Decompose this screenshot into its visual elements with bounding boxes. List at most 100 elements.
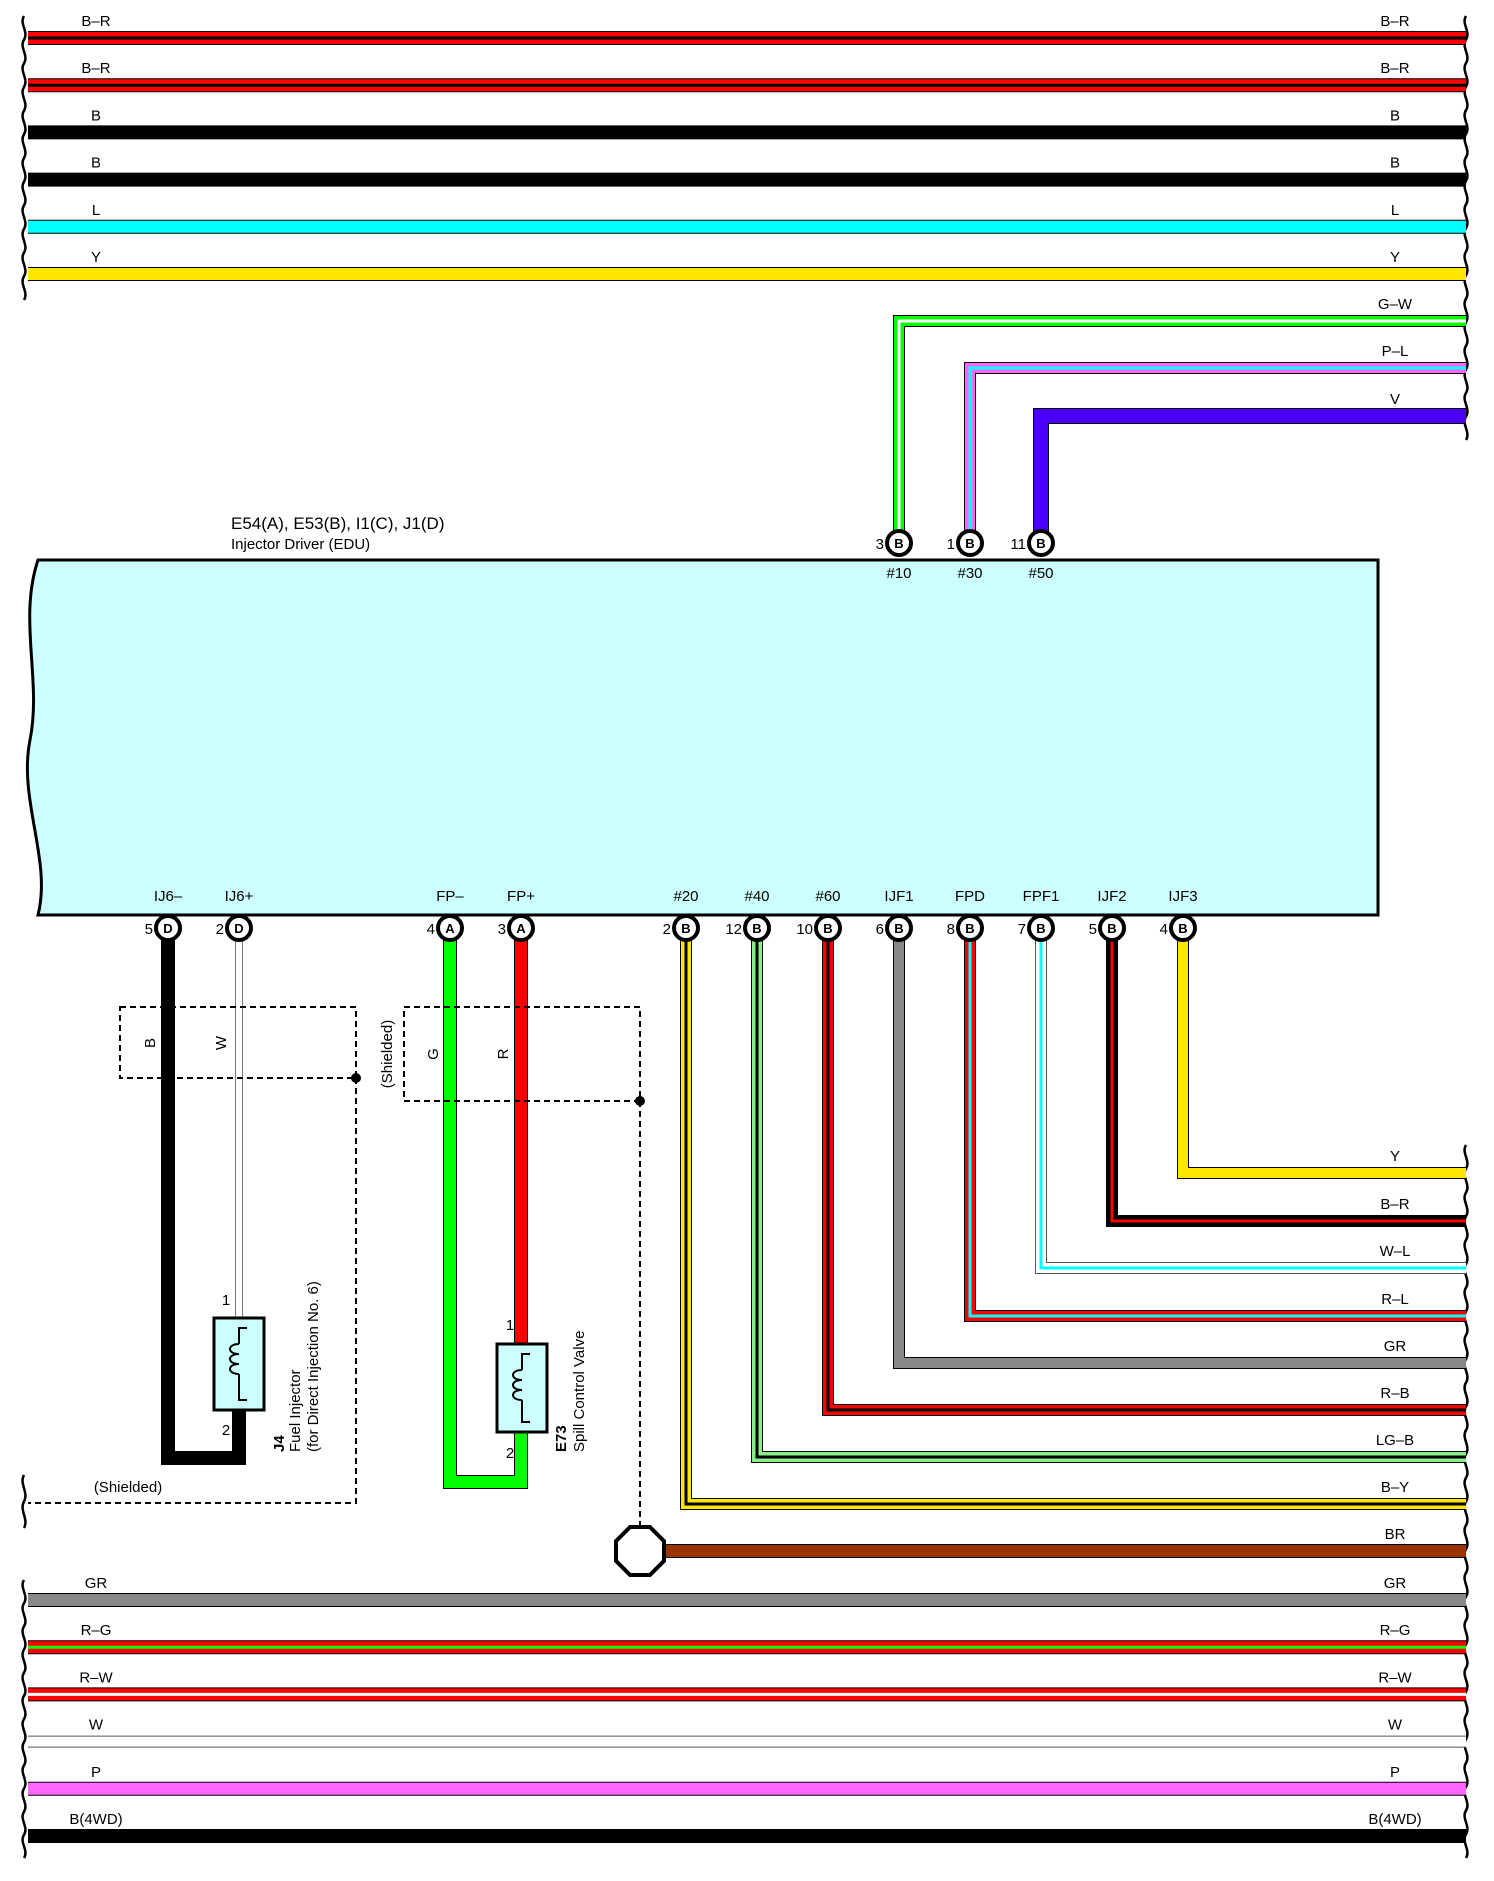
shield-junction-dot <box>635 1096 645 1106</box>
top-pin-0-circle <box>885 529 913 557</box>
bottom-pin-wire-11-outline <box>1177 928 1466 1179</box>
top-pin-wire-2 <box>1034 409 1466 543</box>
left-break-shield <box>21 1474 27 1529</box>
ecu-name: Injector Driver (EDU) <box>231 536 370 553</box>
bottom-pin-name: #60 <box>815 888 840 905</box>
bottom-pin-5-number: 12 <box>725 921 742 938</box>
bottom-pin-10-number: 5 <box>1089 921 1097 938</box>
bottom-pin-6-number: 10 <box>796 921 813 938</box>
bottom-pin-10-circle <box>1098 914 1126 942</box>
top-pin-name: #50 <box>1028 565 1053 582</box>
ecu-body <box>25 558 1380 917</box>
wire-label-right: GR <box>1384 1338 1407 1355</box>
top-pin-2-circle <box>1027 529 1055 557</box>
bottom-pin-8-number: 8 <box>947 921 955 938</box>
left-break-top <box>21 15 27 301</box>
bottom-pin-1-number: 2 <box>216 921 224 938</box>
wire-label-right: R–W <box>1378 1669 1412 1686</box>
bottom-pin-name: #40 <box>744 888 769 905</box>
bottom-pin-wire-8-stripe <box>968 928 1466 1318</box>
bottom-pin-0-circle <box>154 914 182 942</box>
wire-label-left: P <box>91 1764 101 1781</box>
top-pin-2-connector-letter: B <box>1036 536 1045 551</box>
bottom-pin-6-circle <box>814 914 842 942</box>
bottom-pin-9-number: 7 <box>1018 921 1026 938</box>
bottom-pin-wire-7 <box>894 928 1466 1368</box>
bottom-pin-11-connector-letter: B <box>1178 921 1187 936</box>
valve-code: E73 <box>553 1425 570 1452</box>
injector-coil-lead-top <box>238 1327 247 1344</box>
top-pin-wire-1-stripe <box>968 366 1466 543</box>
wire-label-left: L <box>92 202 100 219</box>
bottom-pin-name: IJ6+ <box>225 888 254 905</box>
top-pin-0-number: 3 <box>876 536 884 553</box>
bottom-pin-10-connector-letter: B <box>1107 921 1116 936</box>
wire-label-right: V <box>1390 391 1400 408</box>
top-pin-name: #10 <box>886 565 911 582</box>
bottom-pin-name: #20 <box>673 888 698 905</box>
bottom-pin-8-circle <box>956 914 984 942</box>
wire-label-right: LG–B <box>1376 1432 1414 1449</box>
valve-plus-wire-label: R <box>495 1048 512 1059</box>
wire-label-right: B–R <box>1380 60 1409 77</box>
bottom-pin-wire-4-stripe <box>684 928 1466 1506</box>
bottom-pin-7-number: 6 <box>876 921 884 938</box>
injector-shield-drain <box>28 1078 357 1504</box>
wire-label-right: W–L <box>1380 1243 1411 1260</box>
valve-coil-lead-bottom <box>521 1400 530 1423</box>
injector-code: J4 <box>271 1435 288 1452</box>
wire-label-left: B–R <box>81 60 110 77</box>
wire-label-right: B–R <box>1380 1196 1409 1213</box>
wire-label-left: GR <box>85 1575 108 1592</box>
bottom-pin-3-circle <box>507 914 535 942</box>
bottom-pin-name: IJF2 <box>1097 888 1126 905</box>
bottom-pin-wire-9-stripe <box>1039 928 1466 1270</box>
wire-label-right: P <box>1390 1764 1400 1781</box>
wire-label-left: B <box>91 155 101 172</box>
wire-label-left: B <box>91 107 101 124</box>
wire-label-right: Y <box>1390 249 1400 266</box>
valve-shield-box <box>403 1006 641 1102</box>
wire-label-right: B–Y <box>1381 1479 1409 1496</box>
injector-plus-wire-label: W <box>213 1035 230 1050</box>
bottom-pin-2-circle <box>436 914 464 942</box>
wire-label-right: Y <box>1390 1148 1400 1165</box>
wire-label-left: Y <box>91 249 101 266</box>
bottom-pin-9-circle <box>1027 914 1055 942</box>
top-pin-wire-2-outline <box>1033 408 1466 543</box>
wire-label-right: R–G <box>1380 1622 1411 1639</box>
wire-label-right: L <box>1391 202 1399 219</box>
top-pin-0-connector-letter: B <box>894 536 903 551</box>
bottom-pin-1-circle <box>225 914 253 942</box>
injector-shield-label: (Shielded) <box>94 1479 162 1496</box>
bottom-pin-name: IJF3 <box>1168 888 1197 905</box>
wire-label-right: P–L <box>1382 343 1409 360</box>
valve-pin1: 1 <box>506 1317 514 1334</box>
bottom-pin-0-number: 5 <box>145 921 153 938</box>
injector-pin1: 1 <box>222 1292 230 1309</box>
left-break-bottom <box>21 1579 27 1859</box>
bottom-pin-name: IJF1 <box>884 888 913 905</box>
wire-label-right: B <box>1390 107 1400 124</box>
bottom-pin-5-circle <box>743 914 771 942</box>
wire-label-right: R–B <box>1380 1385 1409 1402</box>
injector-name: Fuel Injector <box>287 1369 304 1452</box>
wire-label-left: B(4WD) <box>69 1811 122 1828</box>
valve-shield-label: (Shielded) <box>379 1020 396 1088</box>
injector-coil-winding <box>229 1343 240 1375</box>
wire-label-right: GR <box>1384 1575 1407 1592</box>
bottom-pin-4-number: 2 <box>663 921 671 938</box>
injector-minus-wire-label: B <box>142 1038 159 1048</box>
bottom-pin-3-number: 3 <box>498 921 506 938</box>
bottom-pin-2-number: 4 <box>427 921 435 938</box>
valve-minus-wire-label: G <box>425 1048 442 1060</box>
bottom-pin-8-connector-letter: B <box>965 921 974 936</box>
bottom-pin-name: FPF1 <box>1023 888 1060 905</box>
ecu-connector-codes: E54(A), E53(B), I1(C), J1(D) <box>231 514 445 533</box>
bottom-pin-name: FP– <box>436 888 464 905</box>
top-pin-wire-0-stripe <box>897 319 1466 543</box>
bottom-pin-7-circle <box>885 914 913 942</box>
